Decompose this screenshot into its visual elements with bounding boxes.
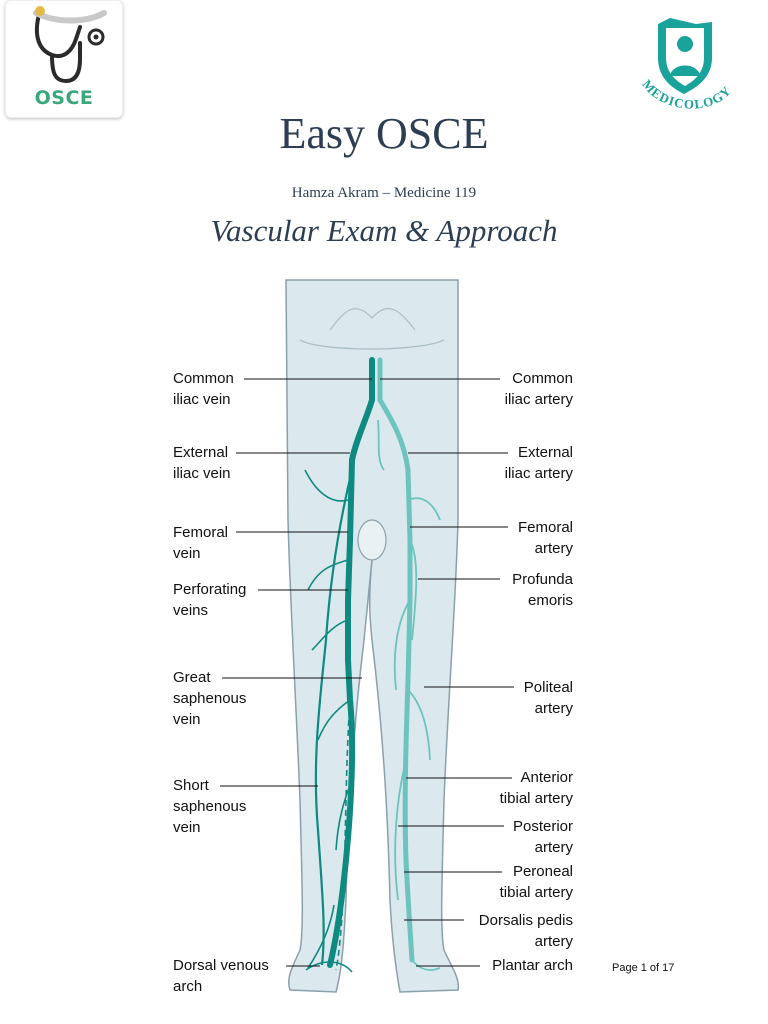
label-line: arch [173, 978, 203, 995]
label-line: Peroneal [512, 863, 573, 880]
label-peroneal-tibial-artery: Peroneal tibial artery [500, 861, 573, 903]
label-line: Common [512, 370, 573, 387]
label-common-iliac-vein: Common iliac vein [173, 368, 234, 410]
label-line: tibial artery [499, 790, 573, 807]
label-line: Femoral [517, 519, 573, 536]
leader-lines [220, 378, 514, 967]
label-line: vein [173, 545, 201, 562]
label-line: iliac vein [173, 465, 231, 482]
label-line: vein [173, 819, 201, 836]
label-line: artery [534, 700, 573, 717]
artery-main-trunk [377, 357, 415, 963]
label-dorsalis-pedis-artery: Dorsalis pedis artery [479, 910, 573, 952]
label-line: Posterior [512, 818, 573, 835]
label-great-saphenous-vein: Great saphenous vein [173, 667, 246, 730]
label-line: iliac artery [504, 391, 573, 408]
label-line: saphenous [173, 690, 247, 707]
label-posterior-artery: Posterior artery [513, 816, 573, 858]
label-line: artery [534, 933, 573, 950]
short-saphenous-vein [335, 699, 351, 971]
label-line: Short [173, 777, 209, 794]
label-anterior-tibial-artery: Anterior tibial artery [500, 767, 573, 809]
label-line: Perforating [173, 581, 247, 598]
label-line: Politeal [523, 679, 573, 696]
osce-logo-text: OSCE [34, 87, 94, 109]
label-perforating-veins: Perforating veins [173, 579, 246, 621]
label-line: Dorsalis pedis [478, 912, 573, 929]
osce-logo: OSCE [5, 0, 123, 118]
label-line: veins [173, 602, 209, 619]
label-line: vein [173, 711, 201, 728]
medicology-logo: MEDICOLOGY [639, 18, 733, 112]
label-line: iliac vein [173, 391, 231, 408]
label-line: artery [534, 839, 573, 856]
label-line: tibial artery [499, 884, 573, 901]
doctor-shield-icon [658, 18, 712, 94]
label-line: emoris [527, 592, 573, 609]
label-line: Femoral [173, 524, 229, 541]
stethoscope-icon [33, 6, 107, 84]
label-profunda-femoris: Profunda emoris [512, 569, 573, 611]
label-line: Great [173, 669, 211, 686]
label-line: Common [173, 370, 234, 387]
label-line: Profunda [512, 571, 573, 588]
label-line: Plantar arch [492, 957, 573, 974]
label-line: Anterior [520, 769, 573, 786]
label-dorsal-venous-arch: Dorsal venous arch [173, 955, 269, 997]
label-femoral-vein: Femoral vein [173, 522, 228, 564]
label-line: External [517, 444, 573, 461]
label-line: iliac artery [504, 465, 573, 482]
label-short-saphenous-vein: Short saphenous vein [173, 775, 246, 838]
label-femoral-artery: Femoral artery [518, 517, 573, 559]
vein-main-trunk [327, 357, 375, 968]
page-subtitle: Vascular Exam & Approach [210, 213, 558, 248]
vein-branches [304, 469, 353, 969]
label-line: saphenous [173, 798, 247, 815]
page-number: Page 1 of 17 [612, 962, 675, 974]
label-common-iliac-artery: Common iliac artery [505, 368, 573, 410]
label-plantar-arch: Plantar arch [492, 955, 573, 976]
label-line: Dorsal venous [173, 957, 269, 974]
label-line: artery [534, 540, 573, 557]
artery-branches [377, 419, 441, 971]
great-saphenous-vein [314, 469, 354, 966]
label-line: External [173, 444, 229, 461]
legs-illustration [285, 279, 460, 993]
label-popliteal-artery: Politeal artery [524, 677, 573, 719]
author-line: Hamza Akram – Medicine 119 [291, 185, 477, 201]
label-external-iliac-artery: External iliac artery [505, 442, 573, 484]
page-title: Easy OSCE [279, 109, 489, 158]
label-external-iliac-vein: External iliac vein [173, 442, 231, 484]
